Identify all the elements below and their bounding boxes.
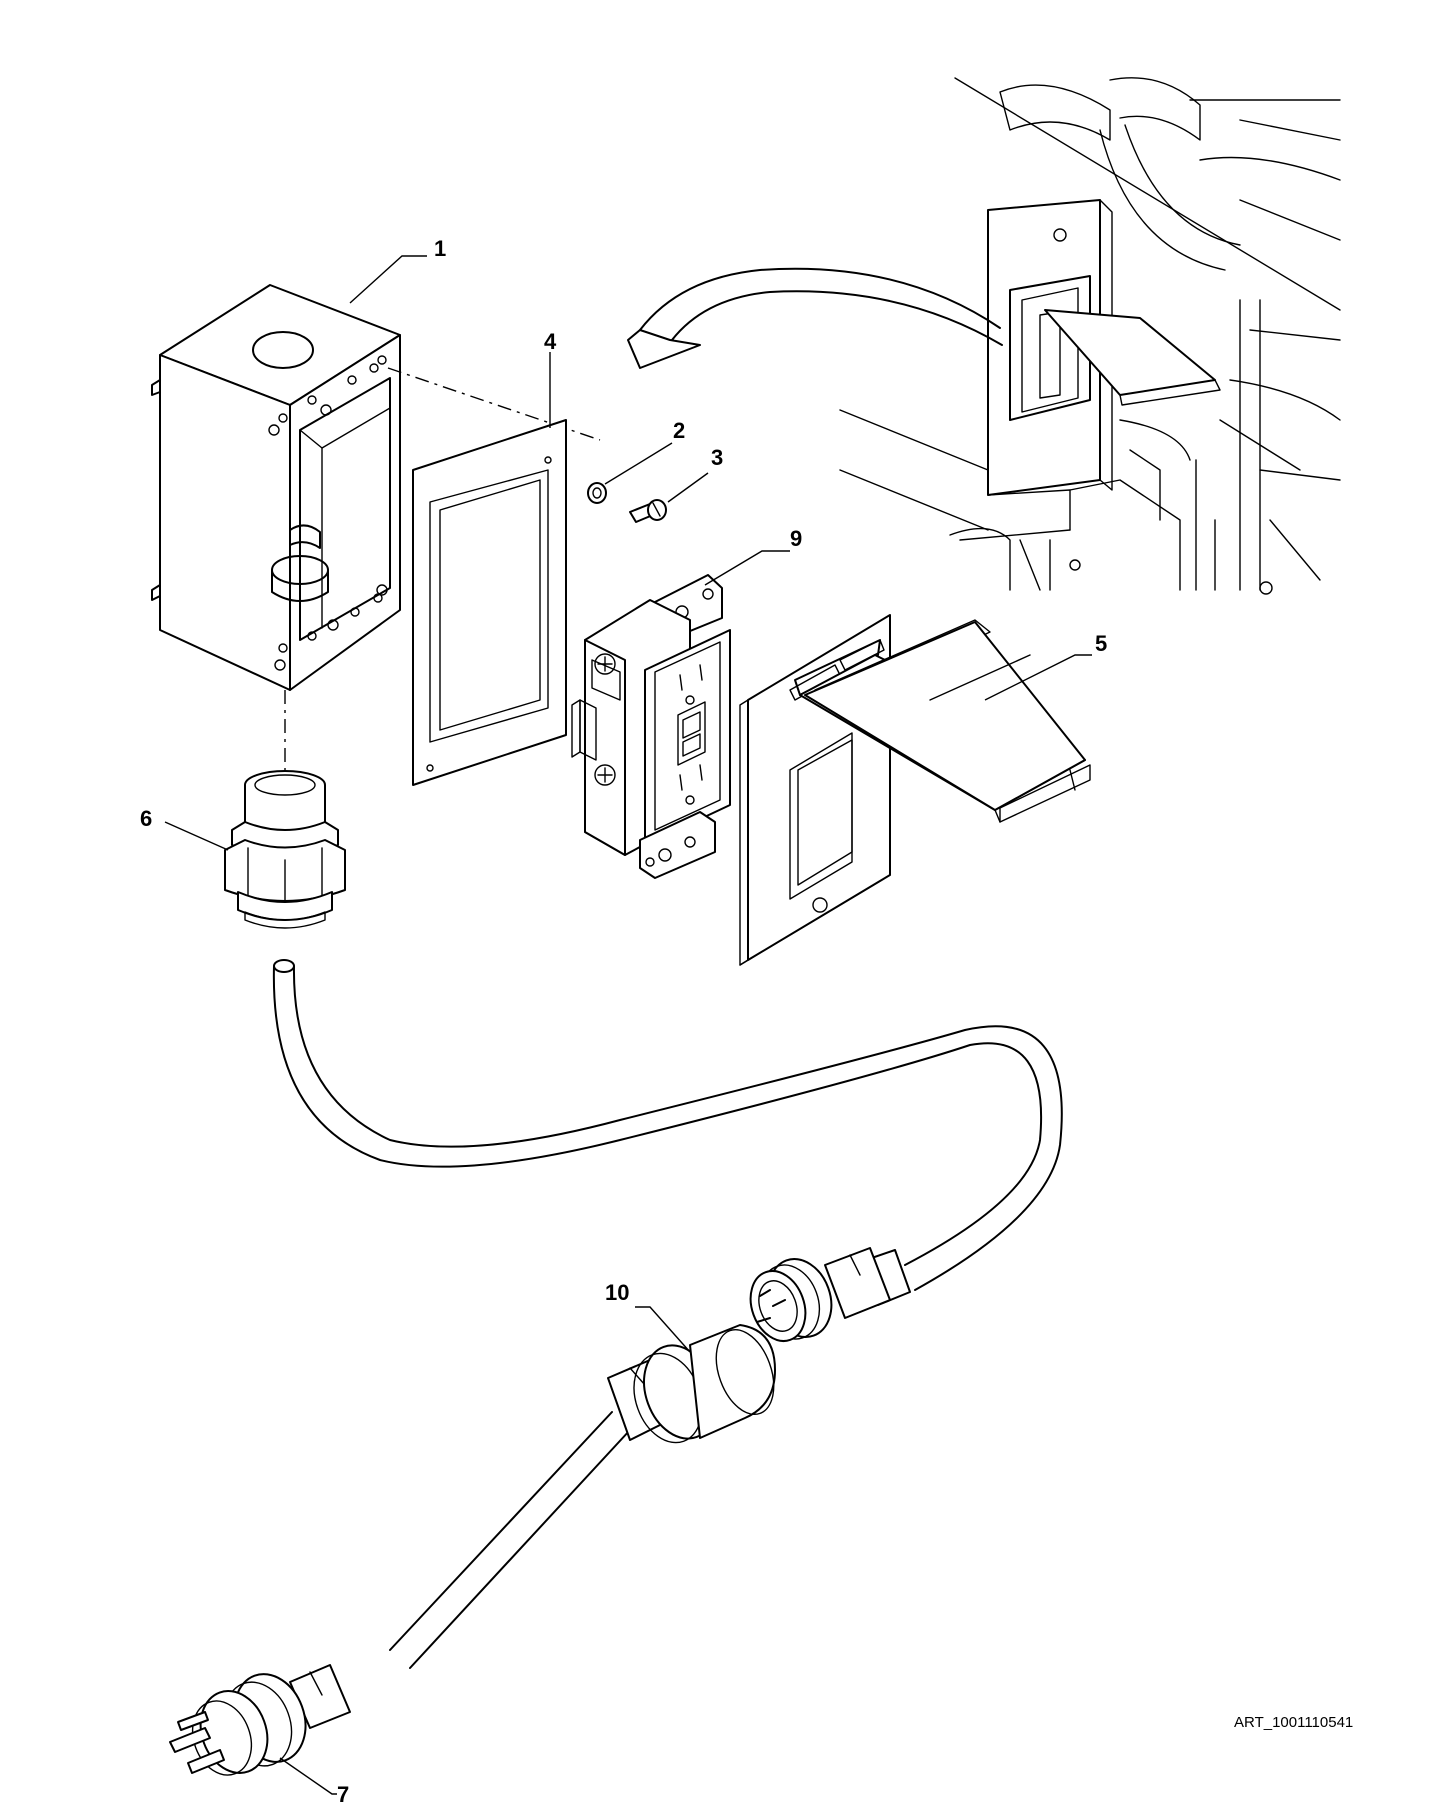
cable (272, 959, 1063, 1291)
callout-6: 6 (140, 806, 152, 831)
callout-9: 9 (790, 526, 802, 551)
gasket (412, 419, 567, 786)
weatherproof-cover (739, 614, 1091, 966)
gfci-receptacle (571, 574, 731, 879)
screw (629, 499, 667, 523)
cable-connector (389, 1324, 776, 1669)
callout-10: 10 (605, 1280, 629, 1305)
callouts: 1 2 3 4 5 6 7 9 10 (140, 236, 1107, 1807)
cable-plug-right (749, 1247, 911, 1342)
callout-1: 1 (434, 236, 446, 261)
callout-2: 2 (673, 418, 685, 443)
callout-4: 4 (544, 329, 557, 354)
installed-location-view (839, 77, 1341, 595)
cable-fitting (224, 770, 346, 929)
location-arrow (627, 267, 1003, 369)
leader-lines (164, 255, 1092, 1795)
callout-3: 3 (711, 445, 723, 470)
centerline-box-gasket (387, 367, 601, 441)
junction-box (151, 284, 401, 691)
callout-7: 7 (337, 1782, 349, 1807)
art-id: ART_1001110541 (1234, 1714, 1353, 1731)
callout-5: 5 (1095, 631, 1107, 656)
washer (587, 482, 607, 504)
cable-plug-end (169, 1664, 351, 1776)
